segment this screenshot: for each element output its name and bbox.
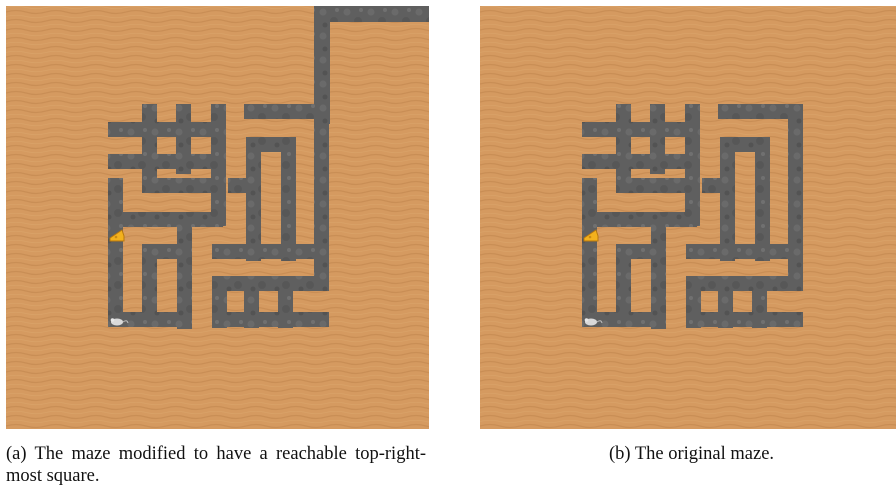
maze-original (480, 6, 896, 429)
maze-panel-original (480, 6, 896, 429)
caption-original: (b) The original maze. (480, 443, 896, 465)
caption-label: (a) (6, 444, 27, 464)
maze-modified (6, 6, 429, 429)
cheese-icon (583, 229, 599, 242)
corridor-extension-vertical (314, 6, 330, 124)
maze-panel-modified (6, 6, 429, 429)
caption-label: (b) (608, 444, 631, 464)
caption-text: The maze modified to have a reachable to… (6, 444, 426, 486)
mouse-icon (110, 318, 129, 326)
maze-corridors (108, 6, 429, 329)
mouse-icon (584, 318, 603, 326)
corridor-extension-top (314, 6, 429, 22)
cheese-icon (109, 229, 125, 242)
caption-text: The original maze. (634, 444, 775, 464)
caption-modified: (a) The maze modified to have a reachabl… (6, 443, 426, 487)
maze-corridors (582, 104, 803, 329)
